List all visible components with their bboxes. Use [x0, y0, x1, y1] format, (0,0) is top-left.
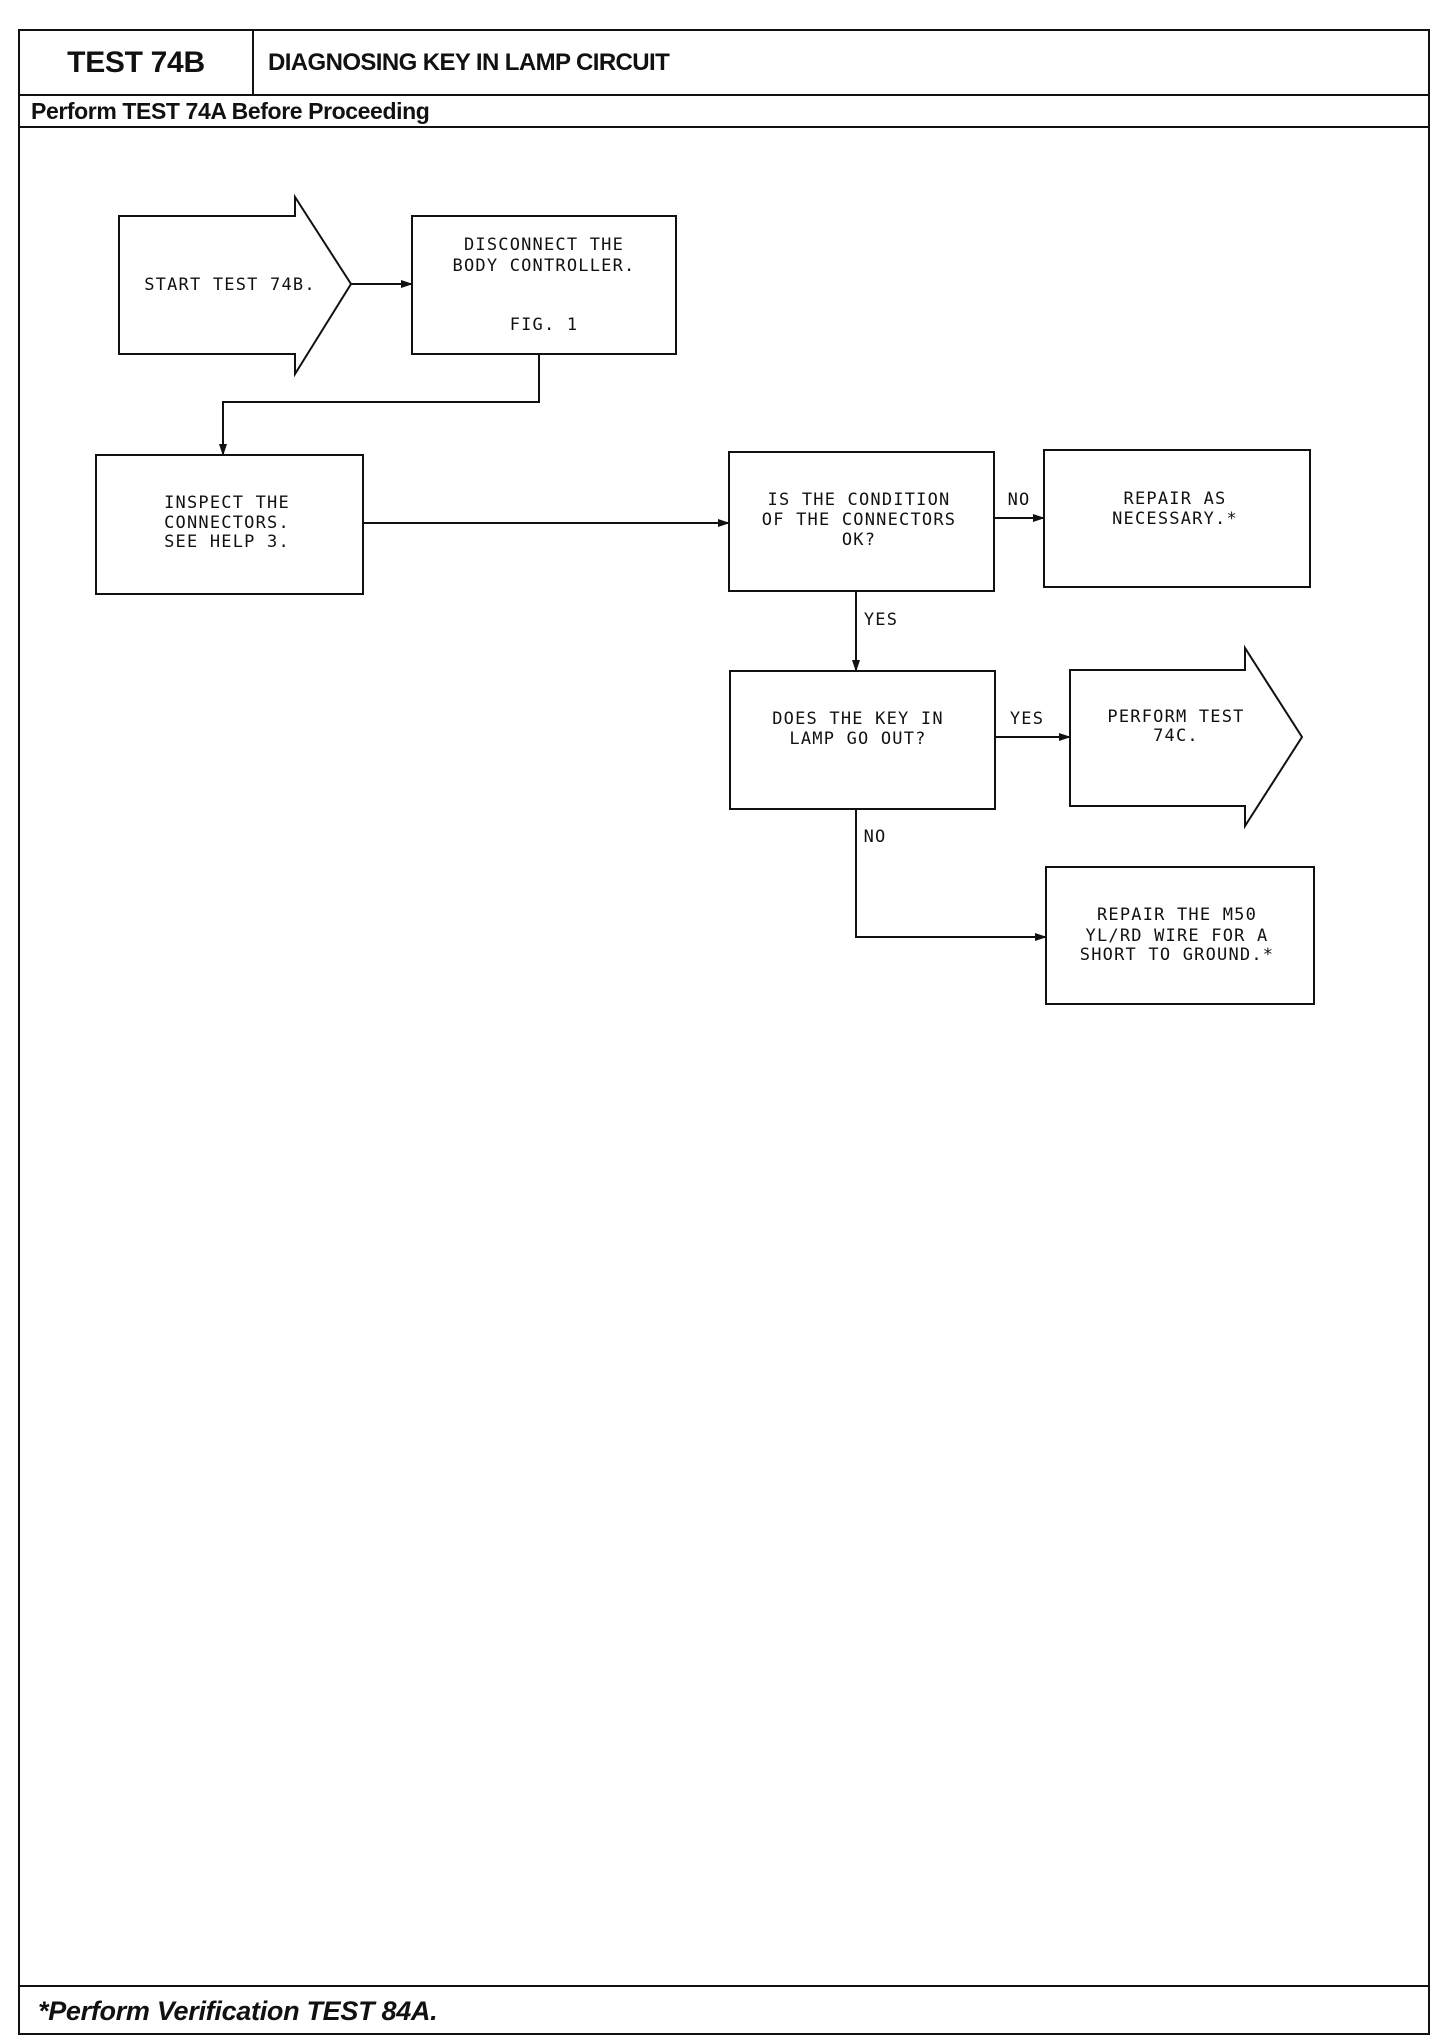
- inspect-line-1: INSPECT THE: [164, 493, 290, 513]
- repair-wire-line-1: REPAIR THE M50: [1097, 905, 1257, 925]
- inspect-box: [95, 454, 364, 595]
- repair-necessary-line-2: NECESSARY.*: [1112, 509, 1238, 529]
- start-label: START TEST 74B.: [144, 275, 316, 295]
- key-lamp-yes-label: YES: [1010, 709, 1044, 729]
- repair-wire-box: [1045, 866, 1315, 1005]
- test-id: TEST 74B: [67, 45, 205, 79]
- condition-yes-label: YES: [864, 610, 898, 630]
- condition-line-3: OK?: [842, 530, 876, 550]
- disconnect-figure-ref: FIG. 1: [510, 315, 579, 335]
- footer-note: *Perform Verification TEST 84A.: [38, 1995, 438, 2026]
- repair-necessary-line-1: REPAIR AS: [1124, 489, 1227, 509]
- footer-divider: [18, 1985, 1430, 1987]
- flow-arrow-disconnect-to-inspect: [219, 354, 540, 456]
- condition-no-label: NO: [1008, 490, 1031, 510]
- prerequisite-note: Perform TEST 74A Before Proceeding: [31, 97, 430, 124]
- repair-wire-line-2: YL/RD WIRE FOR A: [1086, 926, 1269, 946]
- key-lamp-line-2: LAMP GO OUT?: [789, 729, 926, 749]
- key-lamp-line-1: DOES THE KEY IN: [772, 709, 944, 729]
- perform-74c-arrow-shape: [1069, 644, 1304, 830]
- header-cell-divider: [252, 29, 254, 95]
- inspect-line-3: SEE HELP 3.: [164, 532, 290, 552]
- disconnect-line-2: BODY CONTROLLER.: [453, 256, 636, 276]
- perform-74c-line-2: 74C.: [1153, 726, 1199, 746]
- disconnect-line-1: DISCONNECT THE: [464, 235, 624, 255]
- inspect-line-2: CONNECTORS.: [164, 513, 290, 533]
- key-lamp-box: [729, 670, 996, 810]
- flow-arrow-key-lamp-no: [855, 809, 1047, 941]
- key-lamp-no-label: NO: [864, 827, 887, 847]
- repair-wire-line-3: SHORT TO GROUND.*: [1080, 945, 1274, 965]
- condition-box: [728, 451, 995, 592]
- page-title: DIAGNOSING KEY IN LAMP CIRCUIT: [268, 48, 670, 76]
- disconnect-box: [411, 215, 677, 355]
- condition-line-2: OF THE CONNECTORS: [762, 510, 956, 530]
- condition-line-1: IS THE CONDITION: [768, 490, 951, 510]
- prerequisite-divider: [18, 126, 1430, 128]
- header-divider: [18, 94, 1430, 96]
- repair-necessary-box: [1043, 449, 1311, 588]
- start-arrow-shape: [118, 193, 353, 378]
- page-frame: [18, 29, 1430, 2035]
- perform-74c-line-1: PERFORM TEST: [1107, 707, 1244, 727]
